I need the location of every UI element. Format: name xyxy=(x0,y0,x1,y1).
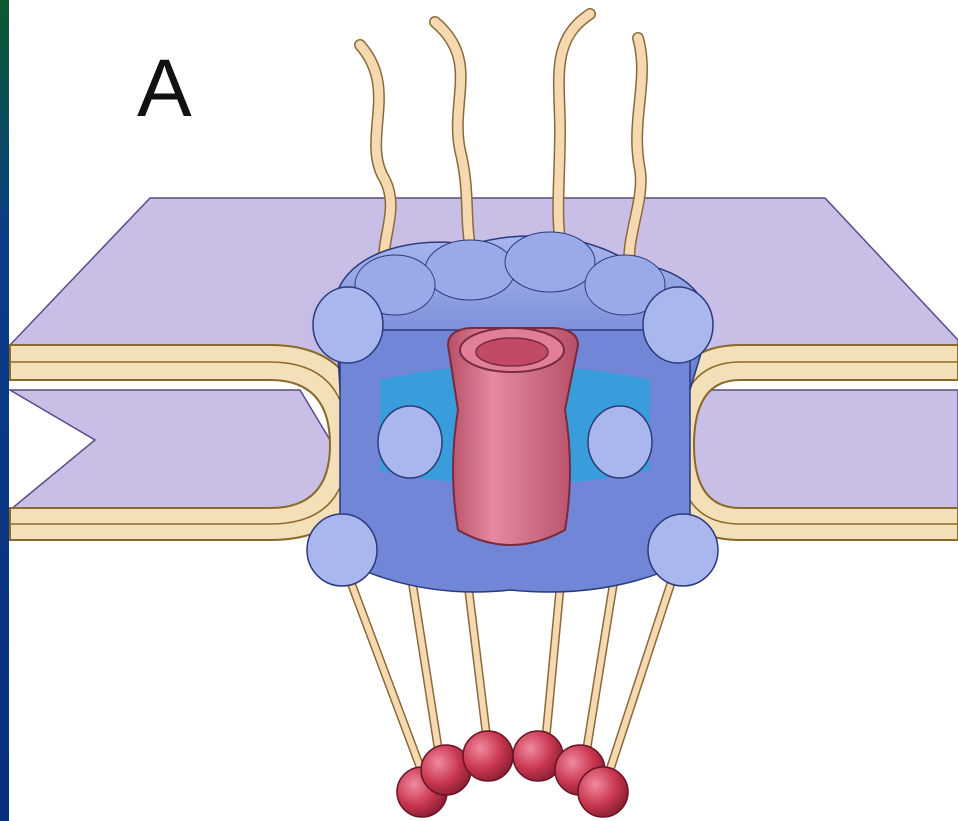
basket-beads xyxy=(397,731,628,817)
central-transporter xyxy=(448,328,578,545)
panel-label: A xyxy=(137,48,192,130)
